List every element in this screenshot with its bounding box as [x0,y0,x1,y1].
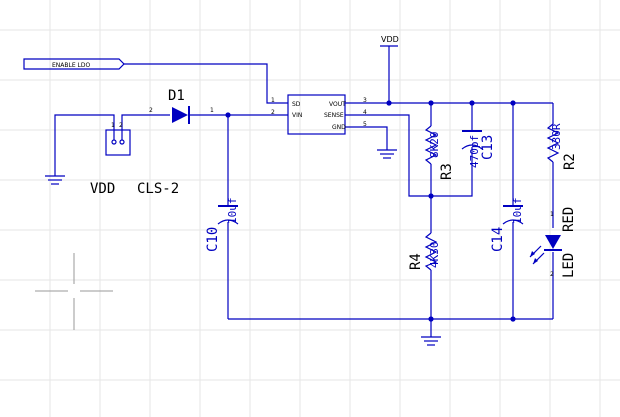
led-value: RED [561,207,577,232]
pin-number: 5 [363,121,367,128]
diode-ref: D1 [168,88,185,104]
reg-pin-name: VIN [292,112,302,119]
reg-pin-name: SD [292,101,301,108]
pin-number: 2 [271,109,275,116]
r3-value: 8K20 [428,132,441,159]
junction-dot [428,193,434,199]
reg-pin-name: GND [332,124,346,131]
connector-ref: VDD [90,181,115,197]
r2-value: 330R [550,123,563,150]
connector-value: CLS-2 [137,181,179,197]
junction-dot [428,100,434,106]
pin-number: 2 [550,271,554,278]
junctions [225,100,516,322]
capacitor-c14[interactable]: C14 10uf [490,198,524,253]
connector-cls2[interactable]: 1 2 VDD CLS-2 [90,122,179,197]
ground-symbol[interactable] [421,336,441,346]
led-ref: LED [561,253,577,278]
capacitor-c13[interactable]: 470pf C13 [461,130,496,168]
pin-number: 1 [210,107,214,114]
r4-value: 4K30 [428,242,441,269]
reg-pin-name: VOUT [329,101,346,108]
wires [54,46,554,337]
resistor-r2[interactable]: 330R R2 [546,123,578,170]
r3-ref: R3 [439,163,455,180]
ground-symbol[interactable] [377,149,397,159]
pin-number: 1 [271,97,275,104]
c13-ref: C13 [480,135,496,160]
r2-ref: R2 [562,153,578,170]
pin-number: 2 [149,107,153,114]
pin-number: 3 [363,97,367,104]
c13-value: 470pf [468,135,481,168]
c14-value: 10uf [511,198,524,225]
enable-ldo-port[interactable]: ENABLE LDO [23,58,125,70]
crosshair-cursor [35,253,113,330]
junction-dot [510,100,516,106]
reg-pin-name: SENSE [324,112,344,119]
regulator-ic[interactable]: SD VIN VOUT SENSE GND 1 2 3 4 5 [271,94,367,135]
junction-dot [225,112,231,118]
junction-dot [469,100,475,106]
pin-number: 2 [119,122,123,129]
c14-ref: C14 [490,227,506,252]
junction-dot [386,100,392,106]
junction-dot [428,316,434,322]
vdd-net-label: VDD [381,35,399,44]
capacitor-c10[interactable]: C10 10uf [205,198,239,253]
pin-number: 1 [550,211,554,218]
c10-ref: C10 [205,227,221,252]
pin-number: 1 [111,122,115,129]
enable-ldo-label: ENABLE LDO [52,62,91,69]
c10-value: 10uf [226,198,239,225]
resistor-r4[interactable]: 4K30 R4 [408,232,441,271]
r4-ref: R4 [408,253,424,270]
ground-symbol[interactable] [45,175,65,185]
resistor-r3[interactable]: 8K20 R3 [424,125,455,180]
vdd-power-port[interactable]: VDD [380,35,399,47]
junction-dot [510,316,516,322]
led-red[interactable]: 1 2 RED LED [529,207,577,278]
diode-d1[interactable]: D1 2 1 [149,88,214,124]
pin-number: 4 [363,109,367,116]
